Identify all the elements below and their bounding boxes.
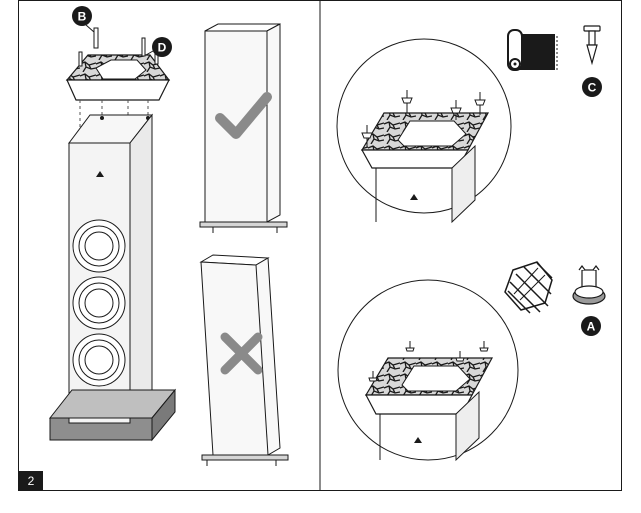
carpet-scene-logo (410, 194, 418, 200)
plinth (48, 388, 177, 442)
callout-c-label: C (588, 81, 597, 95)
check-mark-icon (215, 92, 272, 139)
foot-pad-icon (572, 265, 606, 305)
speaker-assembly (48, 27, 177, 442)
hard-floor-scene-logo (414, 437, 422, 443)
callout-d-label: D (158, 41, 167, 55)
spike-icon (583, 25, 601, 66)
carpet-detail-scene (336, 38, 512, 224)
hard-floor-feet (368, 341, 489, 382)
cabinet-side (129, 113, 153, 425)
callout-a-label: A (587, 320, 596, 334)
parquet-floor-icon (504, 261, 553, 314)
callout-c: C (582, 77, 602, 97)
callout-b: B (72, 6, 95, 33)
top-plate (65, 54, 171, 101)
callout-d: D (145, 37, 172, 57)
callout-a: A (581, 316, 601, 336)
brand-logo (96, 171, 104, 177)
hard-floor-detail-scene (337, 279, 519, 462)
step-number-badge: 2 (19, 471, 43, 491)
cross-mark-icon (220, 332, 263, 375)
carpet-roll-icon (507, 29, 558, 71)
carpet-spikes (361, 90, 486, 148)
callout-b-label: B (78, 10, 87, 24)
